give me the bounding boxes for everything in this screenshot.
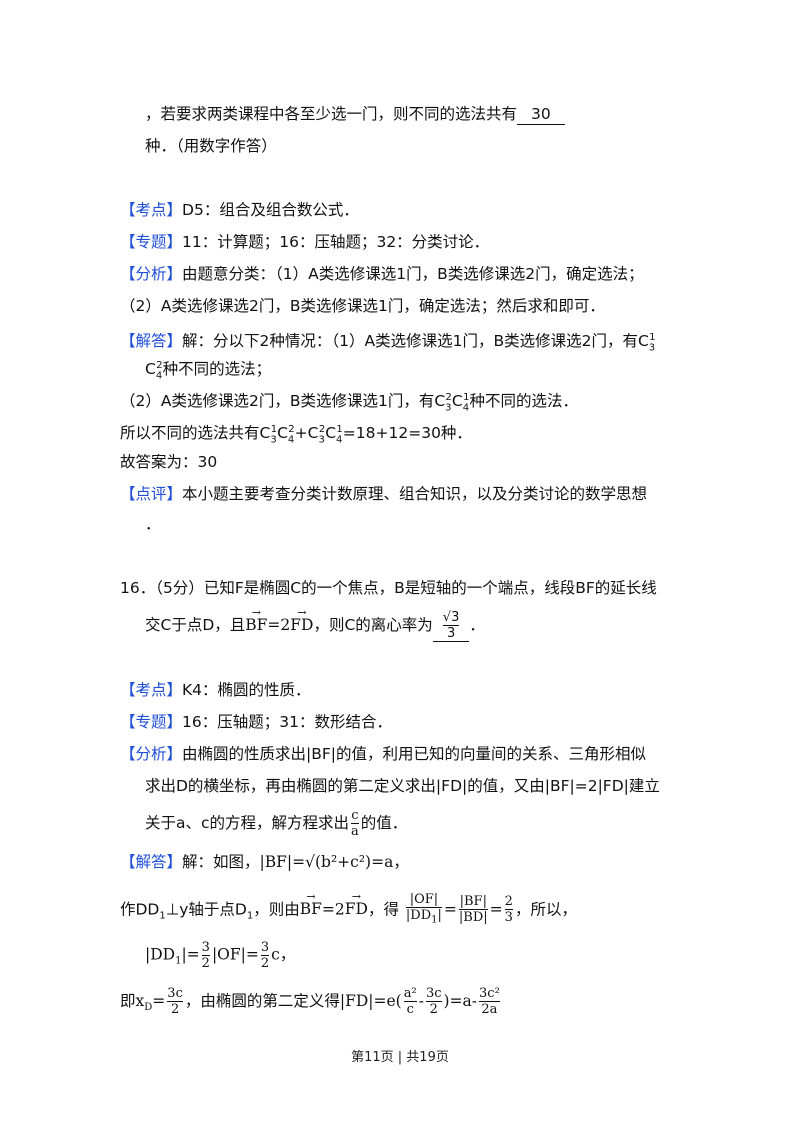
q16-line1: 16．（5分）已知F是椭圆C的一个焦点，B是短轴的一个端点，线段BF的延长线 [120, 579, 657, 597]
fenxi-text1: 由题意分类：（1）A类选修课选1门，B类选修课选2门，确定选法； [182, 265, 644, 283]
q15-jieda: 【解答】解：分以下2种情况：（1）A类选修课选1门，B类选修课选2门，有C31 [120, 332, 656, 354]
xd-sub: D [144, 1002, 153, 1014]
page-footer: 第11页 | 共19页 [351, 1050, 449, 1065]
q15-jieda-3: （2）A类选修课选2门，B类选修课选1门，有C32C41种不同的选法． [120, 392, 578, 414]
fd-expr: |FD|=e( [339, 992, 402, 1010]
vector-bf-2: BF [300, 887, 322, 919]
jieda-text1: 解：分以下2种情况：（1）A类选修课选1门，B类选修课选2门，有C [182, 332, 649, 351]
vector-bf: BF [245, 603, 267, 635]
q16-fenxi: 【分析】由椭圆的性质求出|BF|的值，利用已知的向量间的关系、三角形相似 [120, 744, 646, 764]
zhuanti-text: 11：计算题；16：压轴题；32：分类讨论． [182, 233, 490, 251]
jieda-text2: 种不同的选法； [162, 360, 272, 379]
q15-jieda-4: 所以不同的选法共有C31C42+C32C41=18+12=30种． [120, 424, 472, 446]
q16-zhuanti: 【专题】16：压轴题；31：数形结合． [120, 712, 392, 732]
xd-var: x [135, 992, 145, 1010]
dd-text3: ，则由 [253, 900, 300, 919]
q15-fenxi-2: （2）A类选修课选2门，B类选修课选1门，确定选法；然后求和即可． [120, 297, 605, 315]
ans-num: √3 [442, 610, 460, 626]
kaodian-text: D5：组合及组合数公式． [182, 201, 359, 219]
fenxi-text1-16: 由椭圆的性质求出|BF|的值，利用已知的向量间的关系、三角形相似 [182, 745, 647, 763]
dianping-text: 本小题主要考查分类计数原理、组合知识，以及分类讨论的数学思想 [182, 485, 648, 503]
jieda-text1-16: 解：如图， [182, 853, 260, 871]
dd-text4: ，得 [367, 900, 399, 919]
q16-kaodian: 【考点】K4：椭圆的性质． [120, 680, 311, 700]
ans-den: 3 [446, 626, 456, 641]
fenxi-text3a: 关于a、c的方程，解方程求出 [145, 814, 350, 832]
eq-dd1-b: |= [181, 945, 200, 964]
q15-fenxi: 【分析】由题意分类：（1）A类选修课选1门，B类选修课选2门，确定选法； [120, 264, 644, 284]
q15-text: ，若要求两类课程中各至少选一门，则不同的选法共有 [145, 105, 518, 123]
second-def-text: ，由椭圆的第二定义得 [184, 992, 340, 1010]
bf-bd-frac: |BF||BD| [458, 894, 488, 926]
q16-fenxi-2: 求出D的横坐标，再由椭圆的第二定义求出|FD|的值，又由|BF|=2|FD|建立 [145, 777, 660, 795]
q16-line2: 交C于点D，且BF=2FD，则C的离心率为 √33 ． [145, 603, 485, 642]
q15-dianping-end: ． [145, 515, 161, 533]
zhuanti-tag: 【专题】 [120, 233, 183, 251]
jieda-tag: 【解答】 [120, 332, 183, 351]
eq-bf: |BF|=√(b²+c²)=a， [259, 853, 409, 871]
q16-jieda: 【解答】解：如图，|BF|=√(b²+c²)=a， [120, 852, 409, 872]
jieda-text3a: （2）A类选修课选2门，B类选修课选1门，有C [120, 392, 446, 411]
q15-zhuanti: 【专题】11：计算题；16：压轴题；32：分类讨论． [120, 232, 489, 252]
q15-guda: 故答案为：30 [120, 453, 218, 471]
kaodian-tag: 【考点】 [120, 201, 183, 219]
vector-fd-2: FD [345, 887, 368, 919]
q15-kaodian: 【考点】D5：组合及组合数公式． [120, 200, 359, 220]
zhuanti-tag-16: 【专题】 [120, 713, 183, 731]
q16-text2a: 交C于点D，且 [145, 616, 246, 634]
xd-eq: = [152, 992, 166, 1010]
q15-jieda-2: C42种不同的选法； [145, 360, 272, 382]
q16-text2b: ，则C的离心率为 [313, 616, 433, 634]
eq-dd1-d: c， [271, 945, 296, 964]
q16-line-dd: 作DD1⊥y轴于点D1，则由BF=2FD，得 |OF||DD1|=|BF||BD… [120, 887, 577, 928]
fd-expr2: )=a- [443, 992, 478, 1010]
kaodian-text-16: K4：椭圆的性质． [182, 681, 311, 699]
fenxi-tag-16: 【分析】 [120, 745, 183, 763]
kaodian-tag-16: 【考点】 [120, 681, 183, 699]
q16-eq: =2 [267, 616, 291, 634]
jieda-tag-16: 【解答】 [120, 853, 183, 871]
dd-text1: 作DD [120, 900, 160, 919]
q15-answer: 30 [517, 104, 565, 125]
jieda-text3b: 种不同的选法． [469, 392, 578, 411]
dd-text2: ⊥y轴于点D [165, 900, 247, 919]
q16-text2c: ． [469, 616, 485, 634]
dianping-tag: 【点评】 [120, 485, 183, 503]
vector-fd: FD [290, 603, 313, 635]
jieda-text4b: =18+12=30种． [342, 424, 472, 443]
ji-text: 即 [120, 992, 136, 1010]
fenxi-text3b: 的值． [360, 814, 408, 832]
jieda-text4a: 所以不同的选法共有C [120, 424, 271, 443]
zhuanti-text-16: 16：压轴题；31：数形结合． [182, 713, 392, 731]
suoyi-text: ，所以， [514, 900, 577, 919]
eq-dd1-a: |DD [145, 945, 176, 964]
q15-dianping: 【点评】本小题主要考查分类计数原理、组合知识，以及分类讨论的数学思想 [120, 484, 647, 504]
q15-line2: 种．（用数字作答） [145, 137, 277, 155]
fenxi-tag: 【分析】 [120, 265, 183, 283]
of-dd1-frac: |OF||DD1| [405, 892, 442, 926]
eq-dd1-c: |OF|= [211, 945, 259, 964]
